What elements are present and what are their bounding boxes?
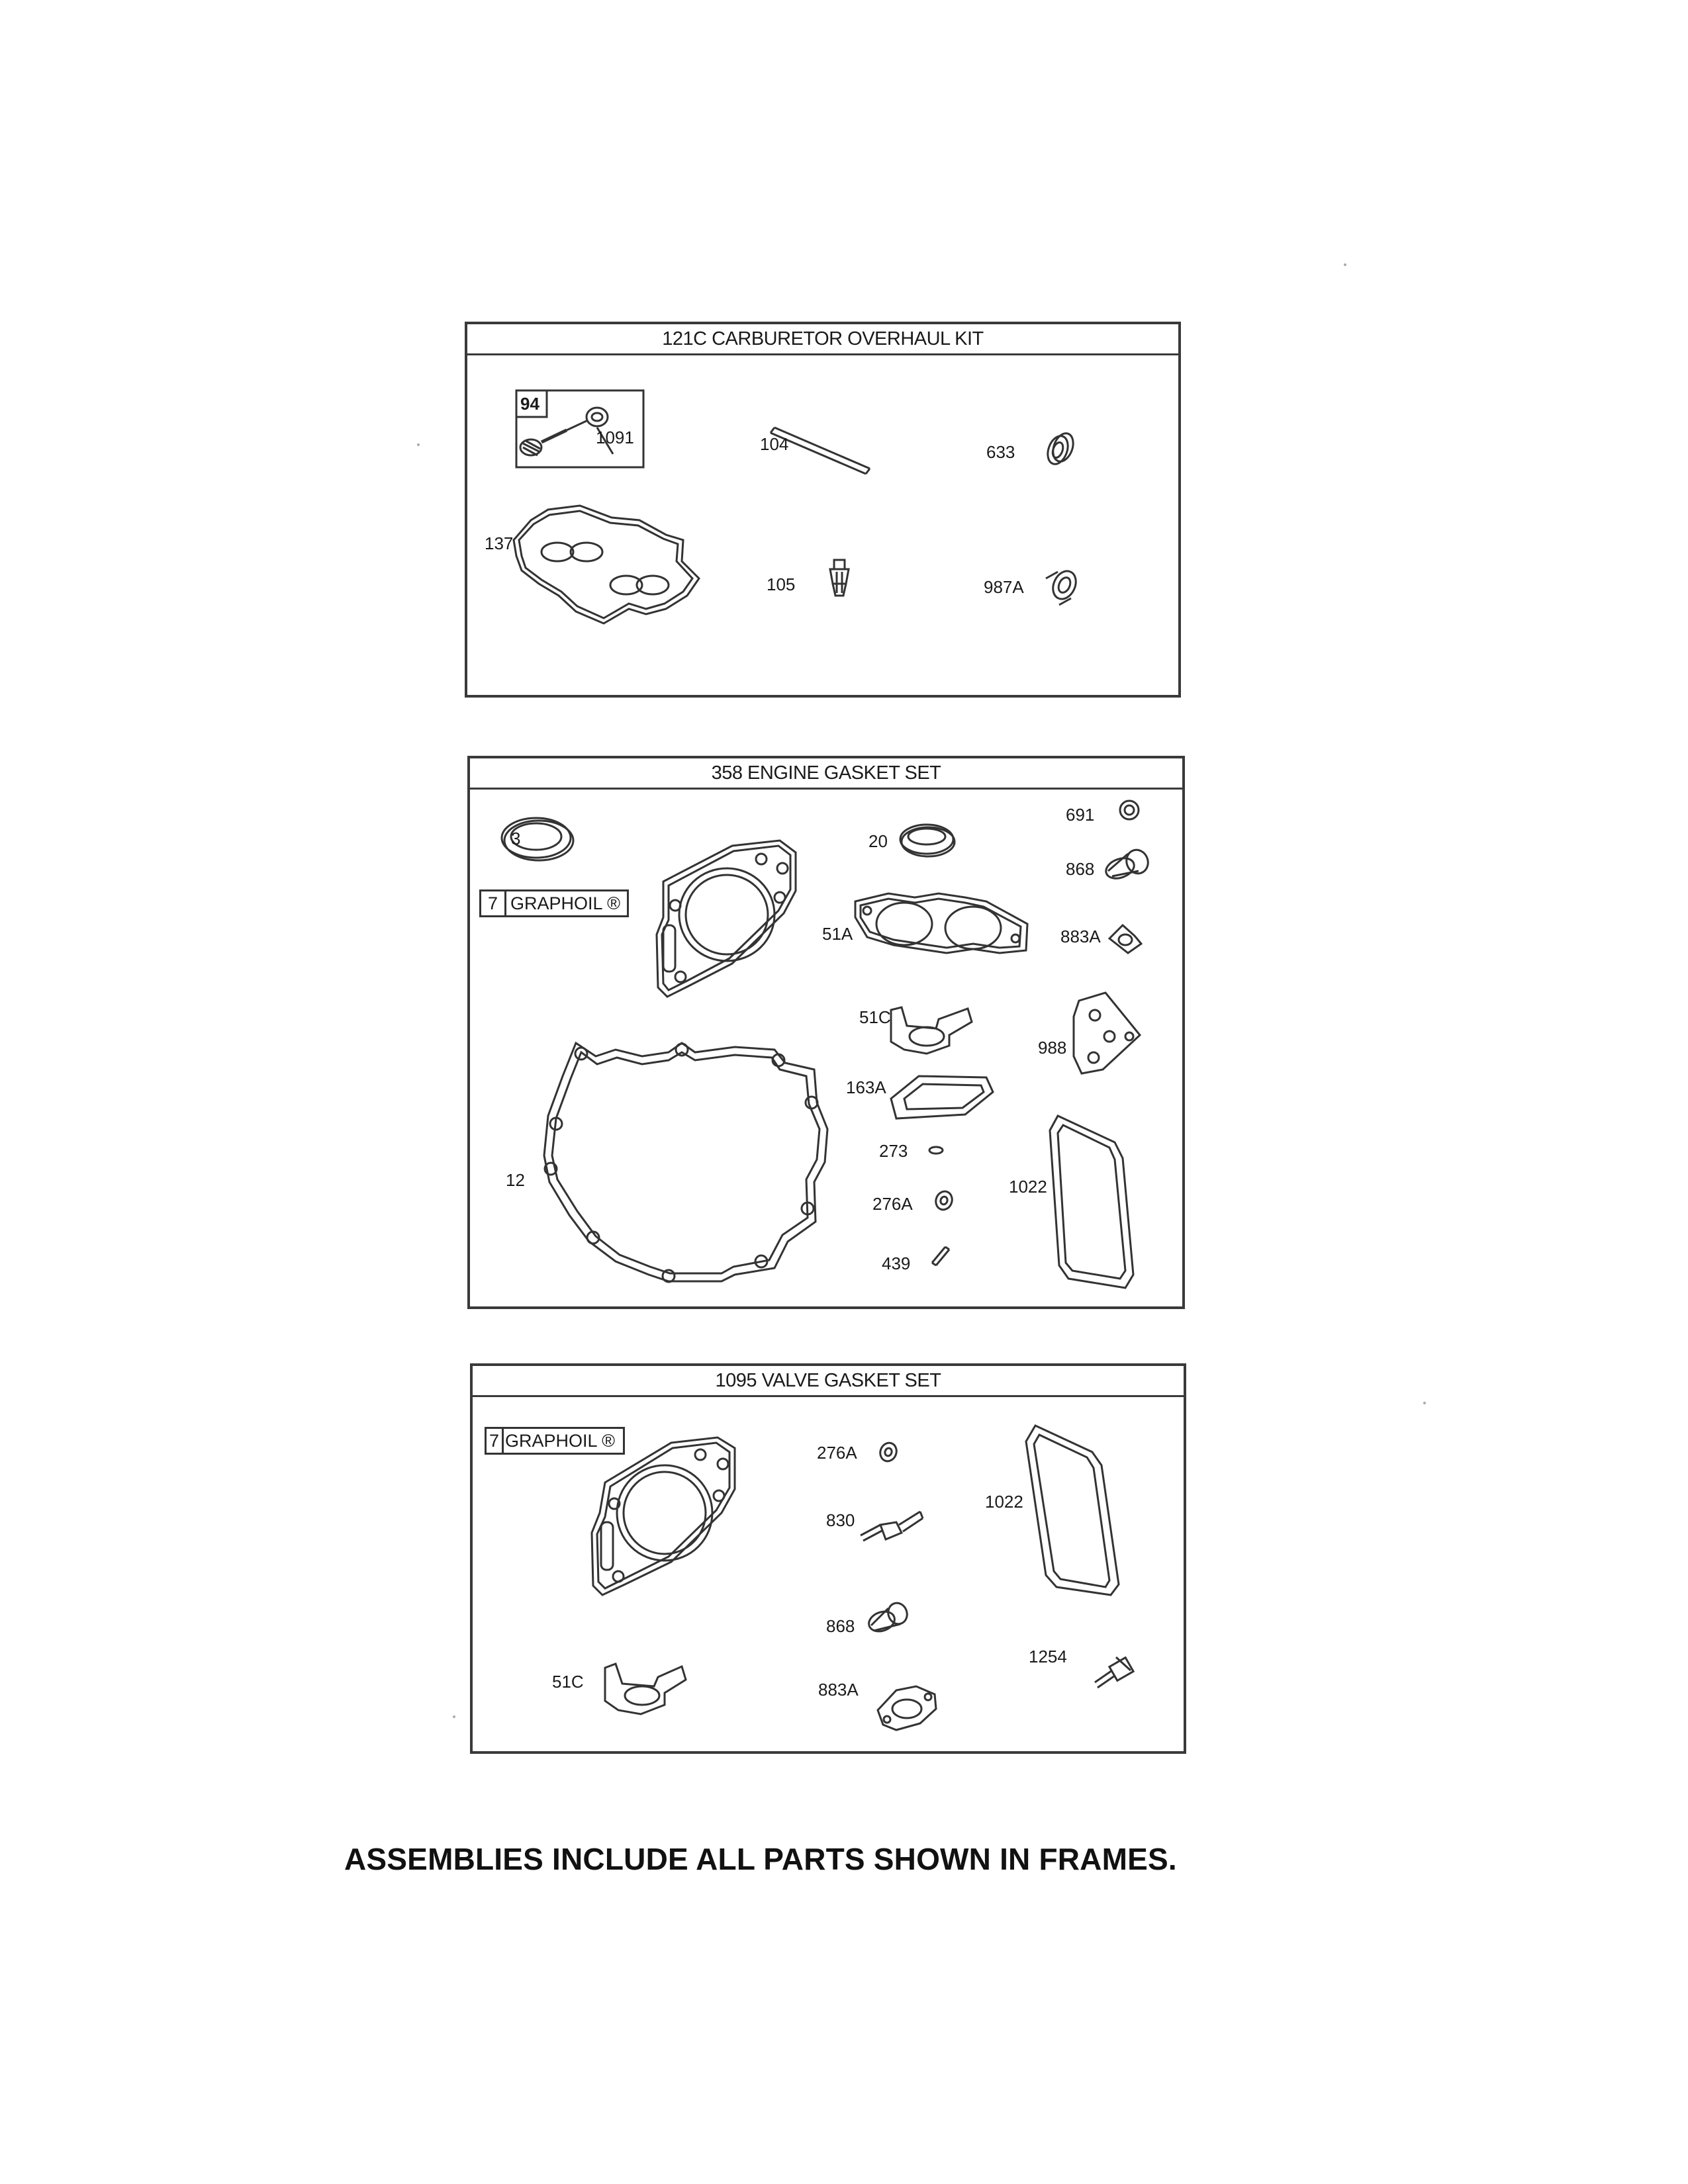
valve-gasket-illustrations (590, 1424, 1135, 1731)
label-51a: 51A (822, 924, 853, 944)
label-1022: 1022 (1009, 1177, 1047, 1197)
valve-gasket-set-frame: 1095 VALVE GASKET SET (470, 1363, 1186, 1754)
graphoil-number: 7 (481, 891, 507, 915)
graphoil-number: 7 (487, 1429, 504, 1453)
label-868: 868 (826, 1616, 855, 1636)
part-868-illustration (868, 1602, 908, 1633)
footer-note: ASSEMBLIES INCLUDE ALL PARTS SHOWN IN FR… (344, 1842, 1177, 1876)
part-1022-gasket-illustration (1025, 1424, 1120, 1596)
label-51c: 51C (859, 1007, 891, 1027)
part-head-gasket-illustration (590, 1436, 736, 1596)
part-163a-gasket-illustration (890, 1075, 994, 1120)
label-3: 3 (511, 829, 521, 848)
part-head-gasket-illustration (655, 839, 797, 998)
part-3-seal-illustration (500, 817, 575, 862)
label-51c: 51C (552, 1672, 584, 1692)
label-883a: 883A (818, 1680, 859, 1700)
part-276a-illustration (935, 1190, 953, 1211)
engine-gasket-set-frame: 358 ENGINE GASKET SET (467, 756, 1185, 1309)
label-104: 104 (760, 434, 789, 454)
part-1091-needle-illustration (540, 406, 614, 455)
part-439-illustration (931, 1246, 951, 1267)
label-988: 988 (1038, 1038, 1067, 1058)
carburetor-kit-illustrations (512, 389, 1077, 625)
scan-speck (1344, 263, 1346, 266)
part-273-illustration (928, 1146, 944, 1155)
label-987a: 987A (984, 577, 1024, 597)
label-868: 868 (1066, 859, 1095, 879)
label-94: 94 (520, 394, 539, 414)
part-276a-illustration (879, 1441, 898, 1463)
carburetor-kit-title: 121C CARBURETOR OVERHAUL KIT (467, 324, 1178, 355)
label-137: 137 (485, 533, 514, 553)
label-276a: 276A (817, 1443, 857, 1463)
part-104-pin-illustration (769, 426, 871, 475)
part-51a-gasket-illustration (854, 892, 1029, 954)
engine-gasket-illustrations (500, 799, 1149, 1289)
scan-speck (1423, 1402, 1426, 1404)
label-273: 273 (879, 1141, 908, 1161)
label-691: 691 (1066, 805, 1095, 825)
part-20-oil-seal-illustration (899, 823, 956, 858)
part-1254-screw-illustration (1094, 1656, 1135, 1689)
part-94-spring-illustration (519, 438, 543, 457)
engine-gasket-set-title: 358 ENGINE GASKET SET (470, 758, 1182, 790)
label-1091: 1091 (596, 428, 634, 447)
part-51c-gasket-illustration (890, 1006, 973, 1055)
part-883a-illustration (1107, 923, 1143, 954)
part-12-crankcase-gasket-illustration (543, 1041, 829, 1283)
part-691-illustration (1119, 799, 1140, 821)
label-12: 12 (506, 1170, 525, 1190)
part-94-1091-box (515, 389, 645, 469)
label-633: 633 (986, 442, 1015, 462)
scan-speck (417, 443, 420, 446)
graphoil-text: GRAPHOIL ® (505, 1431, 615, 1451)
part-883a-gasket-illustration (876, 1685, 937, 1731)
part-633-seal-illustration (1047, 432, 1074, 465)
part-1022-gasket-illustration (1049, 1115, 1135, 1289)
label-105: 105 (767, 574, 796, 594)
part-51c-gasket-illustration (604, 1662, 687, 1715)
part-987a-bushing-illustration (1045, 570, 1077, 606)
label-1022: 1022 (985, 1492, 1023, 1512)
scan-speck (453, 1715, 455, 1718)
part-988-illustration (1072, 991, 1142, 1075)
part-137-gasket-illustration (512, 504, 700, 625)
label-1254: 1254 (1029, 1647, 1067, 1666)
label-883a: 883A (1060, 927, 1101, 946)
part-105-fitting-illustration (829, 559, 850, 597)
label-20: 20 (868, 831, 888, 851)
label-830: 830 (826, 1510, 855, 1530)
label-439: 439 (882, 1253, 911, 1273)
graphoil-text: GRAPHOIL ® (510, 893, 620, 913)
part-830-stud-illustration (860, 1510, 924, 1542)
valve-gasket-set-title: 1095 VALVE GASKET SET (473, 1366, 1184, 1397)
label-163a: 163A (846, 1077, 886, 1097)
label-276a: 276A (872, 1194, 913, 1214)
carburetor-kit-frame: 121C CARBURETOR OVERHAUL KIT (465, 322, 1181, 698)
part-868-illustration (1105, 848, 1149, 880)
